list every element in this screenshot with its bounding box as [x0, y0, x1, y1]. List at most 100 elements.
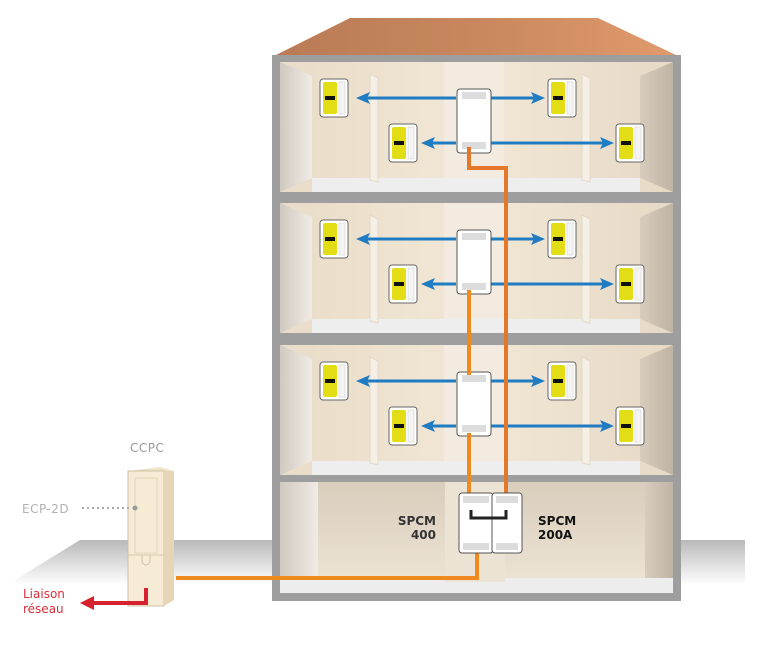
ground-floor-left-side	[280, 482, 318, 593]
floor-separator	[280, 192, 673, 202]
spcm-400-label-line2: 400	[410, 528, 436, 542]
vent-icon	[463, 496, 489, 503]
meter-unit[interactable]	[319, 78, 349, 118]
floor-slab	[312, 178, 640, 192]
floor-left-wall	[280, 345, 312, 475]
branch-arrow	[421, 420, 456, 432]
meter-side-panel	[634, 267, 642, 301]
arrow-head-icon	[600, 420, 614, 432]
spcm-200a-box[interactable]	[491, 492, 523, 554]
branch-arrow	[356, 92, 456, 104]
vent-icon	[462, 92, 486, 99]
partition-left	[369, 214, 379, 324]
distribution-box[interactable]	[456, 229, 492, 295]
floor-separator	[280, 333, 673, 343]
floor-slab	[312, 319, 640, 333]
floor-slab	[312, 461, 640, 475]
meter-display-icon	[553, 96, 563, 100]
meter-side-panel	[338, 364, 346, 398]
liaison-label-line1: Liaison	[23, 587, 65, 601]
branch-arrow	[421, 137, 456, 149]
meter-display-icon	[325, 379, 335, 383]
meter-unit[interactable]	[615, 406, 645, 446]
meter-side-panel	[566, 222, 574, 256]
meter-display-icon	[553, 237, 563, 241]
meter-unit[interactable]	[547, 78, 577, 118]
meter-unit[interactable]	[615, 123, 645, 163]
ecp-marker-dot	[132, 505, 138, 511]
distribution-box[interactable]	[456, 371, 492, 437]
meter-display-icon	[621, 424, 631, 428]
meter-display-icon	[394, 424, 404, 428]
arrow-head-icon	[356, 92, 370, 104]
arrow-head-icon	[421, 137, 435, 149]
ground-floor-right-side	[645, 482, 673, 593]
floor-right-wall	[640, 203, 673, 333]
vent-icon	[462, 375, 486, 382]
meter-side-panel	[407, 126, 415, 160]
ecp-label: ECP-2D	[22, 502, 70, 516]
meter-unit[interactable]	[388, 406, 418, 446]
arrow-head-icon	[356, 375, 370, 387]
branch-arrow	[485, 233, 545, 245]
feeder-line-to-ccpc	[176, 550, 479, 580]
distribution-box-casing	[456, 88, 492, 154]
meter-unit[interactable]	[319, 361, 349, 401]
floor-left-wall	[280, 62, 312, 192]
arrow-left-icon	[80, 596, 94, 610]
branch-arrow	[485, 92, 545, 104]
arrow-head-icon	[531, 375, 545, 387]
spcm-boxes[interactable]	[458, 492, 523, 554]
floor-left-wall	[280, 203, 312, 333]
meter-display-icon	[325, 237, 335, 241]
liaison-reseau-arrow	[80, 588, 148, 610]
meter-unit[interactable]	[388, 123, 418, 163]
meter-display-icon	[621, 282, 631, 286]
spcm-bracket	[469, 510, 508, 520]
spcm-400-label: SPCM 400	[392, 514, 436, 542]
meter-unit[interactable]	[547, 219, 577, 259]
roof	[276, 18, 676, 55]
vent-icon	[462, 142, 486, 149]
meter-unit[interactable]	[547, 361, 577, 401]
meter-side-panel	[634, 409, 642, 443]
arrow-head-icon	[531, 233, 545, 245]
branch-arrow	[356, 375, 456, 387]
floor-right-wall	[640, 345, 673, 475]
ccpc-cabinet[interactable]	[127, 467, 174, 607]
floor-right-wall	[640, 62, 673, 192]
spcm-400-box[interactable]	[458, 492, 494, 554]
meter-display-icon	[553, 379, 563, 383]
meter-side-panel	[338, 81, 346, 115]
partition-right	[581, 73, 591, 183]
spcm-200a-label-line2: 200A	[538, 528, 573, 542]
branch-arrow	[356, 233, 456, 245]
meter-display-icon	[394, 141, 404, 145]
spcm-400-label-line1: SPCM	[397, 514, 436, 528]
floor-3	[280, 62, 673, 192]
ground-floor-slab	[280, 578, 673, 593]
meter-unit[interactable]	[388, 264, 418, 304]
distribution-box[interactable]	[456, 88, 492, 154]
distribution-box-casing	[456, 229, 492, 295]
arrow-head-icon	[421, 420, 435, 432]
vent-icon	[462, 425, 486, 432]
meter-side-panel	[634, 126, 642, 160]
vent-icon	[463, 543, 489, 550]
spcm-200a-label-line1: SPCM	[538, 514, 577, 528]
liaison-label-line2: réseau	[23, 602, 64, 616]
riser-top-floor	[467, 147, 508, 495]
partition-right	[581, 214, 591, 324]
meter-display-icon	[621, 141, 631, 145]
meter-unit[interactable]	[319, 219, 349, 259]
partition-left	[369, 356, 379, 466]
arrow-head-icon	[531, 92, 545, 104]
vent-icon	[496, 496, 518, 503]
meter-unit[interactable]	[615, 264, 645, 304]
ccpc-door	[134, 477, 158, 554]
vent-icon	[496, 543, 518, 550]
floor-2	[280, 203, 673, 333]
meter-display-icon	[394, 282, 404, 286]
distribution-box-casing	[456, 371, 492, 437]
